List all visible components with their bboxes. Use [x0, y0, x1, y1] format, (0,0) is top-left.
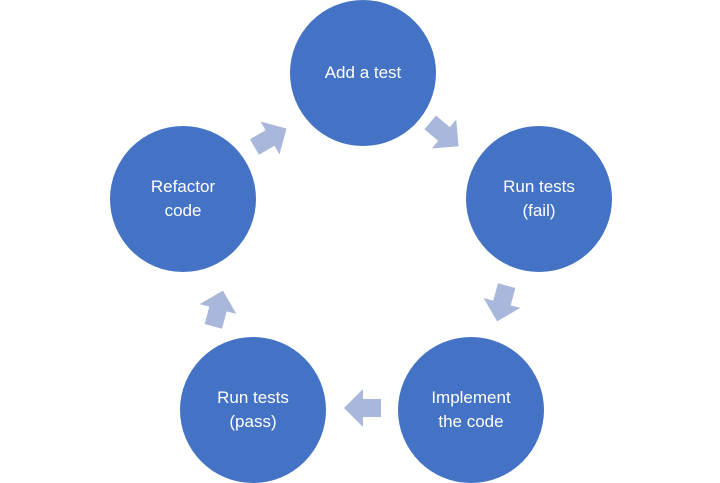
node-label: Add a test — [324, 63, 402, 82]
arrow-run-fail-to-implement-icon — [475, 276, 529, 330]
arrow-add-to-run-fail-icon — [413, 103, 475, 165]
arrow-refactor-to-add-icon — [240, 108, 300, 168]
node-refactor-code: Refactor code — [110, 126, 256, 272]
node-run-tests-pass: Run tests (pass) — [180, 337, 326, 483]
node-label: Implement the code — [431, 388, 511, 431]
node-label: Run tests (fail) — [503, 177, 575, 220]
arrow-run-pass-to-refactor-icon — [191, 282, 245, 336]
arrow-implement-to-run-pass-icon — [341, 386, 385, 430]
node-implement-the-code: Implement the code — [398, 337, 544, 483]
node-add-a-test: Add a test — [290, 0, 436, 146]
node-label: Refactor code — [150, 177, 216, 220]
node-label: Run tests (pass) — [217, 388, 289, 431]
node-run-tests-fail: Run tests (fail) — [466, 126, 612, 272]
